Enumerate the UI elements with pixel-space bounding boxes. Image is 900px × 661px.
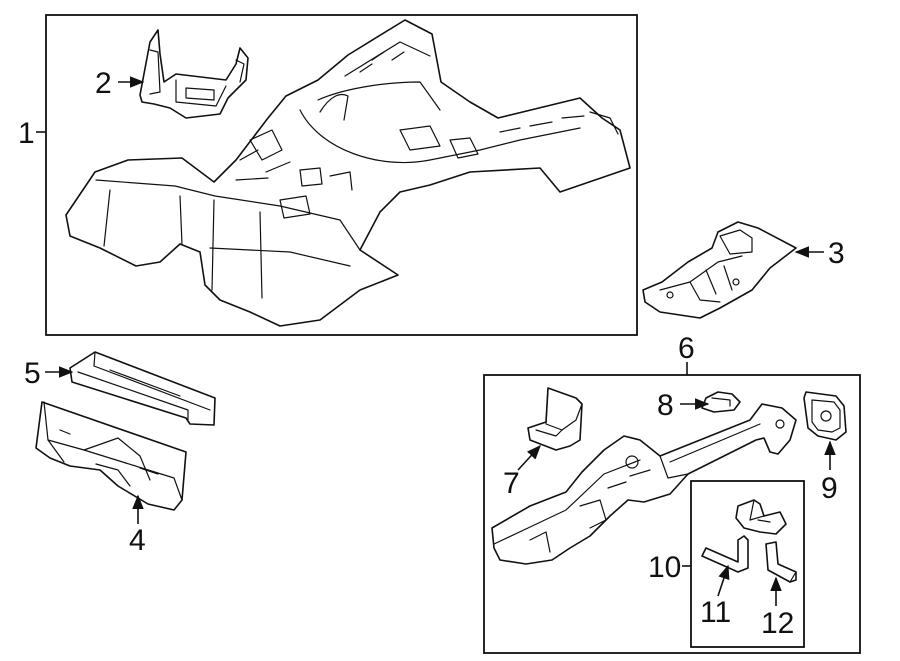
callout-8: 8 — [657, 389, 674, 422]
callout-3: 3 — [828, 237, 845, 270]
callout-12: 12 — [761, 607, 794, 640]
hardware-sub-box — [690, 480, 805, 648]
callout-5: 5 — [24, 357, 41, 390]
callout-1: 1 — [18, 117, 35, 150]
callout-10: 10 — [648, 551, 681, 584]
bracket-part-7[interactable] — [527, 387, 583, 451]
floor-pan-part[interactable] — [65, 19, 631, 327]
tube-part-12[interactable] — [765, 541, 797, 583]
plate-part-9[interactable] — [803, 391, 847, 441]
leader-line-7 — [517, 444, 541, 471]
leader-line-11 — [717, 564, 730, 597]
lower-rail-part[interactable] — [35, 401, 187, 511]
tube-part-11[interactable] — [701, 535, 749, 573]
callout-9: 9 — [821, 472, 838, 505]
callout-7: 7 — [503, 467, 520, 500]
callout-11: 11 — [700, 596, 731, 629]
rear-frame-group-box — [483, 374, 861, 654]
small-bracket-part-8[interactable] — [701, 391, 741, 413]
callout-4: 4 — [129, 524, 146, 557]
upper-rail-part[interactable] — [69, 351, 216, 426]
bracket-panel-part[interactable] — [642, 221, 797, 319]
callout-2: 2 — [95, 67, 112, 100]
rear-rail-part[interactable] — [491, 403, 797, 565]
callout-6: 6 — [678, 332, 695, 365]
floor-pan-group-box — [45, 14, 638, 336]
reinforcement-bracket-part[interactable] — [735, 499, 787, 535]
bracket-part[interactable] — [139, 29, 249, 119]
